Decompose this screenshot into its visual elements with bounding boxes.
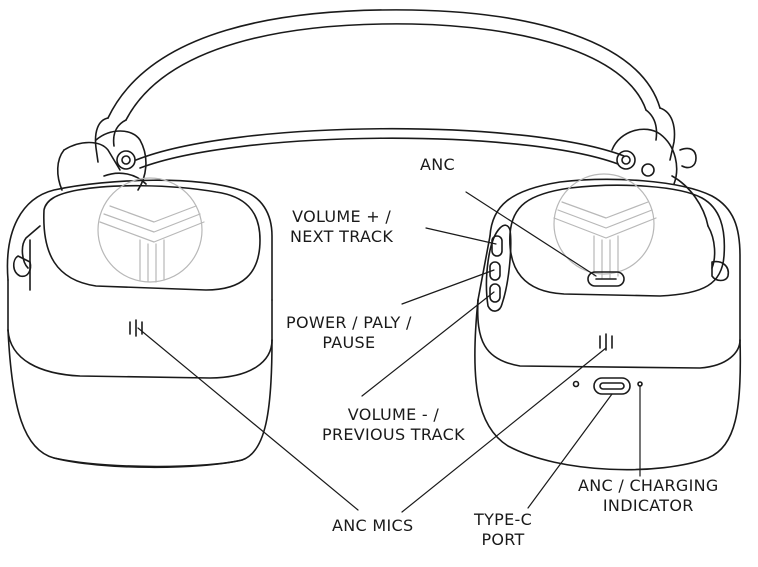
label-anc-mics-line1: ANC MICS — [332, 516, 414, 535]
headband — [107, 9, 661, 169]
label-volume-down-line2: PREVIOUS TRACK — [322, 425, 465, 444]
leader-volume-up — [425, 227, 497, 245]
leader-mic-right — [401, 347, 607, 513]
anc-button[interactable] — [587, 271, 625, 287]
volume-down-button[interactable] — [489, 283, 501, 303]
type-c-port[interactable] — [593, 377, 631, 395]
right-earcup — [474, 178, 742, 471]
label-power: POWER / PALY / PAUSE — [286, 313, 412, 353]
label-volume-down-line1: VOLUME - / — [347, 405, 440, 424]
indicator-led — [572, 380, 580, 388]
label-indicator-line1: ANC / CHARGING — [578, 476, 719, 495]
label-anc-line1: ANC — [420, 155, 455, 174]
left-mic-icon — [129, 319, 143, 337]
right-mic-icon — [599, 333, 613, 351]
left-earcup — [6, 179, 273, 469]
leader-lines — [137, 191, 641, 513]
label-indicator: ANC / CHARGING INDICATOR — [578, 476, 719, 516]
leader-type-c — [527, 393, 613, 509]
label-volume-up-line2: NEXT TRACK — [290, 227, 394, 246]
leader-volume-down — [361, 291, 495, 397]
label-power-line1: POWER / PALY / — [286, 313, 412, 332]
label-volume-down: VOLUME - / PREVIOUS TRACK — [322, 405, 465, 445]
label-volume-up: VOLUME + / NEXT TRACK — [290, 207, 393, 247]
leader-power — [401, 269, 495, 305]
left-hinge — [12, 117, 147, 278]
label-type-c: TYPE-C PORT — [474, 510, 532, 550]
label-anc-mics: ANC MICS — [332, 516, 413, 536]
right-logo — [553, 173, 657, 279]
label-type-c-line2: PORT — [481, 530, 525, 549]
label-volume-up-line1: VOLUME + / — [292, 207, 392, 226]
label-type-c-line1: TYPE-C — [474, 510, 533, 529]
left-logo — [97, 177, 205, 283]
label-indicator-line2: INDICATOR — [602, 496, 694, 515]
volume-up-button[interactable] — [491, 235, 503, 257]
label-power-line2: PAUSE — [322, 333, 376, 352]
label-anc: ANC — [420, 155, 455, 175]
leader-anc — [465, 191, 597, 277]
leader-mic-left — [137, 327, 359, 511]
right-hinge — [611, 107, 730, 282]
